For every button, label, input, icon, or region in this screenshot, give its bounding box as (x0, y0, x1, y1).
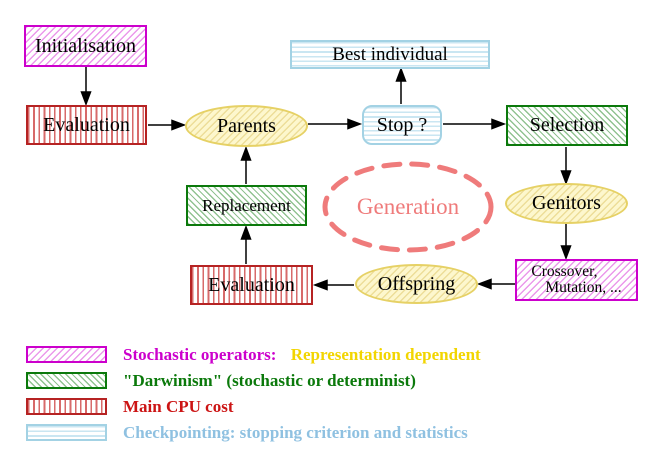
legend-swatch-green-hatch (26, 372, 107, 389)
node-initialisation: Initialisation (24, 25, 147, 67)
arrow-offspring-to-evaluation (312, 279, 354, 291)
legend-swatch-magenta-hatch (26, 346, 107, 363)
legend-label-main-cpu-cost: Main CPU cost (123, 396, 234, 416)
legend-label-checkpointing: Checkpointing: stopping criterion and st… (123, 422, 468, 442)
node-best-individual: Best individual (290, 40, 490, 69)
node-generation-label: Generation (356, 193, 460, 219)
legend-swatch-cyan-stripes (26, 424, 107, 441)
arrow-evaluation-to-parents (148, 119, 187, 131)
arrow-selection-to-genitors (560, 147, 572, 186)
legend-row-darwinism: "Darwinism" (stochastic or determinist) (26, 370, 416, 390)
node-evaluation-bottom: Evaluation (190, 265, 313, 305)
legend-row-stochastic-operators: Stochastic operators: Representation dep… (26, 344, 481, 364)
generation-cycle-ellipse (322, 161, 494, 253)
node-selection: Selection (506, 105, 628, 146)
arrow-evaluation-to-replacement (240, 224, 252, 264)
crossover-line2: Mutation, ... (545, 279, 622, 296)
crossover-line1: Crossover, (531, 262, 598, 280)
node-genitors: Genitors (505, 183, 628, 224)
node-replacement: Replacement (186, 185, 307, 226)
legend-label-darwinism: "Darwinism" (stochastic or determinist) (123, 370, 416, 390)
arrow-replacement-to-parents (240, 145, 252, 184)
node-parents: Parents (185, 105, 308, 147)
arrow-parents-to-stop (308, 118, 363, 130)
arrow-initialisation-to-evaluation (80, 67, 92, 107)
arrow-stop-to-selection (443, 118, 507, 130)
arrow-crossover-to-offspring (476, 278, 515, 290)
legend-row-main-cpu-cost: Main CPU cost (26, 396, 234, 416)
legend-row-checkpointing: Checkpointing: stopping criterion and st… (26, 422, 468, 442)
node-crossover-mutation: Crossover, Mutation, ... (515, 259, 638, 301)
node-evaluation-top: Evaluation (26, 105, 147, 145)
arrow-genitors-to-crossover (560, 224, 572, 261)
legend-label-stochastic-operators: Stochastic operators: (123, 344, 277, 364)
legend-swatch-red-stripes (26, 398, 107, 415)
legend-label-representation-dependent: Representation dependent (290, 344, 481, 364)
node-offspring: Offspring (355, 264, 478, 304)
arrow-stop-to-best-individual (395, 66, 407, 104)
node-stop: Stop ? (362, 105, 442, 145)
